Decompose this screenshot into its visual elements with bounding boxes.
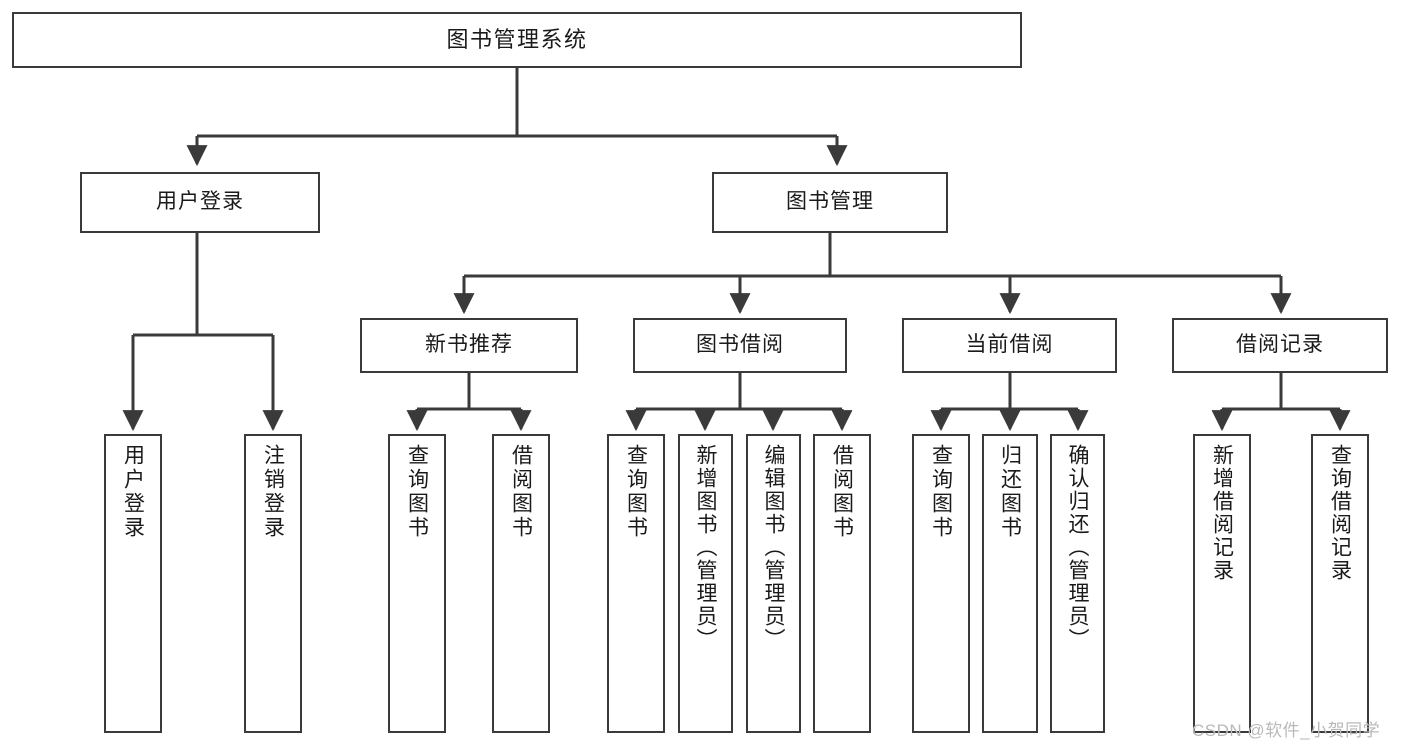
leaf-return-books[interactable]: 归还图书 <box>982 434 1038 733</box>
node-new-book-recommendation[interactable]: 新书推荐 <box>360 318 578 373</box>
node-label: 新增图书（管理员） <box>694 444 717 651</box>
node-label: 注销登录 <box>261 444 285 540</box>
leaf-query-books-current[interactable]: 查询图书 <box>912 434 970 733</box>
node-label: 归还图书 <box>998 444 1022 540</box>
leaf-query-books-borrowing[interactable]: 查询图书 <box>607 434 665 733</box>
leaf-query-books-recommendation[interactable]: 查询图书 <box>388 434 446 733</box>
leaf-user-login[interactable]: 用户登录 <box>104 434 162 733</box>
node-label: 借阅记录 <box>1236 333 1324 357</box>
node-label: 图书借阅 <box>696 333 784 357</box>
leaf-logout[interactable]: 注销登录 <box>244 434 302 733</box>
node-label: 新书推荐 <box>425 333 513 357</box>
node-user-login[interactable]: 用户登录 <box>80 172 320 233</box>
leaf-add-borrow-record[interactable]: 新增借阅记录 <box>1193 434 1251 733</box>
node-label: 新增借阅记录 <box>1210 444 1234 582</box>
node-current-borrowing[interactable]: 当前借阅 <box>902 318 1117 373</box>
node-root-book-management-system[interactable]: 图书管理系统 <box>12 12 1022 68</box>
leaf-borrow-books-borrowing[interactable]: 借阅图书 <box>813 434 871 733</box>
node-label: 确认归还（管理员） <box>1066 444 1089 651</box>
node-label: 借阅图书 <box>830 444 854 540</box>
node-book-borrowing[interactable]: 图书借阅 <box>633 318 847 373</box>
node-label: 编辑图书（管理员） <box>762 444 785 651</box>
leaf-query-borrow-record[interactable]: 查询借阅记录 <box>1311 434 1369 733</box>
leaf-confirm-return-admin[interactable]: 确认归还（管理员） <box>1050 434 1105 733</box>
node-label: 图书管理 <box>786 190 874 214</box>
node-label: 当前借阅 <box>965 333 1054 357</box>
node-book-management[interactable]: 图书管理 <box>712 172 948 233</box>
node-label: 图书管理系统 <box>446 27 588 53</box>
node-label: 查询图书 <box>405 444 429 540</box>
leaf-borrow-books-recommendation[interactable]: 借阅图书 <box>492 434 550 733</box>
node-borrowing-records[interactable]: 借阅记录 <box>1172 318 1388 373</box>
node-label: 用户登录 <box>121 444 145 540</box>
leaf-add-book-admin[interactable]: 新增图书（管理员） <box>678 434 733 733</box>
node-label: 用户登录 <box>156 190 244 214</box>
csdn-watermark: CSDN @软件_小贺同学 <box>1192 721 1381 740</box>
node-label: 查询图书 <box>624 444 648 540</box>
leaf-edit-book-admin[interactable]: 编辑图书（管理员） <box>746 434 801 733</box>
node-label: 借阅图书 <box>509 444 533 540</box>
node-label: 查询借阅记录 <box>1328 444 1352 582</box>
node-label: 查询图书 <box>929 444 953 540</box>
